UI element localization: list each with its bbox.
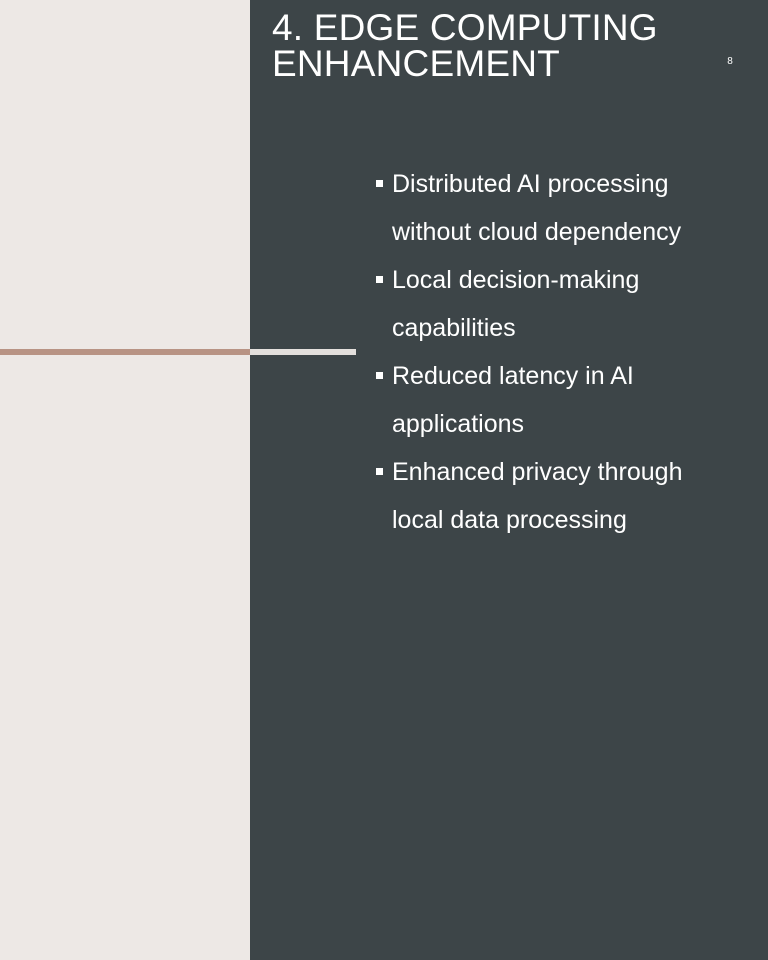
accent-divider-line — [0, 349, 250, 355]
bullet-item: Distributed AI processing without cloud … — [374, 160, 734, 256]
slide-title-line-1: 4. EDGE COMPUTING — [272, 7, 658, 48]
bullet-text: Enhanced privacy through local data proc… — [392, 458, 683, 534]
square-bullet-icon — [376, 276, 383, 283]
slide-title-line-2: ENHANCEMENT — [272, 43, 560, 84]
square-bullet-icon — [376, 180, 383, 187]
left-panel — [0, 0, 250, 960]
bullet-text: Distributed AI processing without cloud … — [392, 170, 682, 246]
bullet-item: Reduced latency in AI applications — [374, 352, 734, 448]
square-bullet-icon — [376, 372, 383, 379]
bullet-item: Enhanced privacy through local data proc… — [374, 448, 734, 544]
slide-number: 8 — [727, 56, 733, 67]
bullet-text: Reduced latency in AI applications — [392, 362, 634, 438]
light-divider-line — [250, 349, 356, 355]
right-panel — [250, 0, 768, 960]
square-bullet-icon — [376, 468, 383, 475]
bullet-item: Local decision-making capabilities — [374, 256, 734, 352]
slide-title: 4. EDGE COMPUTING ENHANCEMENT — [272, 7, 692, 84]
bullet-list: Distributed AI processing without cloud … — [374, 160, 734, 544]
bullet-text: Local decision-making capabilities — [392, 266, 640, 342]
